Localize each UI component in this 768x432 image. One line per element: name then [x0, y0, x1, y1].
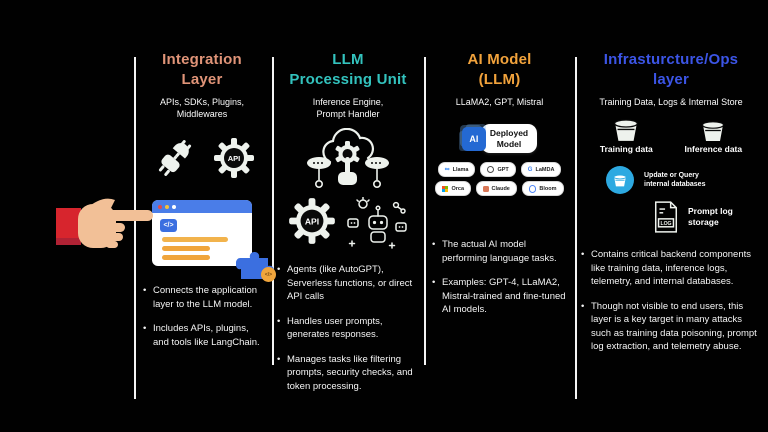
llama-logo-icon: ∞	[444, 166, 450, 174]
inference-data-stack: Inference data	[684, 120, 742, 154]
api-gear-label: API	[228, 154, 241, 163]
db-bucket-icon	[613, 174, 627, 186]
processing-icons: API	[276, 197, 420, 251]
column-subtitle: Training Data, Logs & Internal Store	[599, 97, 743, 107]
bullet-item: Manages tasks like filtering prompts, se…	[276, 353, 420, 393]
data-buckets-row: Training data Inference data	[580, 118, 762, 154]
deployed-model-row: AI Deployed Model	[429, 124, 570, 154]
cloud-processing-icon	[307, 128, 389, 189]
training-bucket-icon	[614, 119, 639, 141]
model-pill-gpt: GPT	[480, 162, 516, 178]
bullet-item: Agents (like AutoGPT), Serverless functi…	[276, 263, 420, 303]
bullet-item: Though not visible to end users, this la…	[580, 300, 762, 354]
model-pill-label: Llama	[452, 166, 469, 173]
model-pill-label: Orca	[451, 185, 465, 192]
ai-model-bullets: The actual AI model performing language …	[429, 238, 570, 316]
training-data-label: Training data	[599, 144, 653, 155]
browser-titlebar	[152, 200, 252, 214]
window-dot-white	[172, 204, 176, 209]
content-bar	[162, 237, 228, 243]
content-bar	[162, 246, 210, 252]
ai-robot-doodle-icon	[347, 197, 407, 250]
api-gear-icon: API	[214, 138, 254, 179]
column-infrastructure-ops: Infrasturcture/Ops layer Training Data, …	[580, 50, 762, 365]
column-integration-layer: Integration Layer APIs, SDKs, Plugins, M…	[138, 50, 276, 360]
model-pill-bloom: Bloom	[521, 181, 564, 197]
bloom-logo-icon	[528, 185, 537, 193]
prompt-log-row: LOG Prompt log storage	[652, 200, 762, 234]
model-badge-grid: ∞ Llama GPT G LaMDA Orca Claude Bloom	[429, 162, 570, 197]
bullet-item: Examples: GPT-4, LLaMA2, Mistral-trained…	[431, 276, 570, 316]
column-ai-model: AI Model (LLM) LLaMA2, GPT, Mistral AI D…	[429, 50, 570, 328]
lamda-logo-icon: G	[527, 166, 533, 173]
model-pill-label: LaMDA	[535, 166, 555, 173]
inference-data-label: Inference data	[684, 144, 743, 155]
claude-logo-icon	[483, 186, 489, 192]
infrastructure-bullets: Contains critical backend components lik…	[580, 248, 762, 353]
window-dot-red	[158, 204, 162, 209]
column-subtitle: APIs, SDKs, Plugins, Middlewares	[159, 97, 245, 120]
model-pill-claude: Claude	[476, 181, 517, 197]
column-title: Infrasturcture/Ops layer	[603, 51, 739, 88]
training-data-stack: Training data	[600, 118, 653, 154]
column-title: Integration Layer	[162, 51, 242, 88]
plug-icon	[158, 140, 192, 177]
coin-glyph: </>	[264, 271, 273, 278]
bullet-item: Handles user prompts, generates response…	[276, 315, 420, 342]
model-pill-lamda: G LaMDA	[520, 162, 562, 178]
column-divider	[134, 57, 136, 399]
ai-chip-label: AI	[469, 133, 479, 144]
column-llm-processing-unit: LLM Processing Unit Inference Engine, Pr…	[276, 50, 420, 404]
code-glyph: </>	[163, 222, 174, 230]
deployed-model-badge: Deployed Model	[480, 124, 538, 154]
column-title: AI Model (LLM)	[467, 51, 532, 88]
log-file-icon: LOG	[654, 201, 678, 233]
window-dot-yellow	[165, 204, 169, 209]
bullet-item: Includes APIs, plugins, and tools like L…	[142, 322, 266, 349]
gpt-logo-icon	[487, 166, 495, 174]
model-pill-label: GPT	[497, 166, 509, 173]
integration-bullets: Connects the application layer to the LL…	[138, 284, 266, 349]
processing-bullets: Agents (like AutoGPT), Serverless functi…	[276, 263, 420, 393]
bullet-item: Connects the application layer to the LL…	[142, 284, 266, 311]
model-pill-label: Claude	[491, 185, 510, 192]
prompt-log-label: Prompt log storage	[688, 206, 733, 228]
bullet-item: Contains critical backend components lik…	[580, 248, 762, 288]
column-title: LLM Processing Unit	[289, 51, 407, 88]
inference-bucket-icon	[702, 121, 725, 142]
column-divider	[424, 57, 426, 365]
internal-db-row: Update or Query internal databases	[606, 166, 762, 195]
column-divider	[575, 57, 577, 399]
column-subtitle: LLaMA2, GPT, Mistral	[455, 97, 544, 107]
cloud-processing-wrap	[276, 128, 420, 199]
api-gear-icon: API	[289, 198, 335, 245]
column-divider	[272, 57, 274, 365]
code-coin-icon: </>	[261, 267, 276, 283]
column-subtitle: Inference Engine, Prompt Handler	[312, 97, 384, 120]
api-gear-label: API	[305, 217, 319, 227]
integration-icons: API	[138, 134, 266, 182]
ai-chip-icon: AI	[461, 126, 486, 151]
database-circle-icon	[606, 166, 634, 195]
orca-logo-icon	[442, 185, 449, 192]
pointing-hand-icon	[56, 198, 153, 248]
content-bar	[162, 255, 210, 261]
update-query-label: Update or Query internal databases	[644, 171, 706, 189]
model-pill-llama: ∞ Llama	[437, 162, 476, 178]
log-glyph: LOG	[660, 221, 671, 227]
bullet-item: The actual AI model performing language …	[431, 238, 570, 265]
browser-window-illustration: </> </>	[152, 200, 276, 283]
code-badge-icon: </>	[160, 219, 177, 233]
model-pill-orca: Orca	[435, 181, 472, 197]
model-pill-label: Bloom	[539, 185, 557, 192]
